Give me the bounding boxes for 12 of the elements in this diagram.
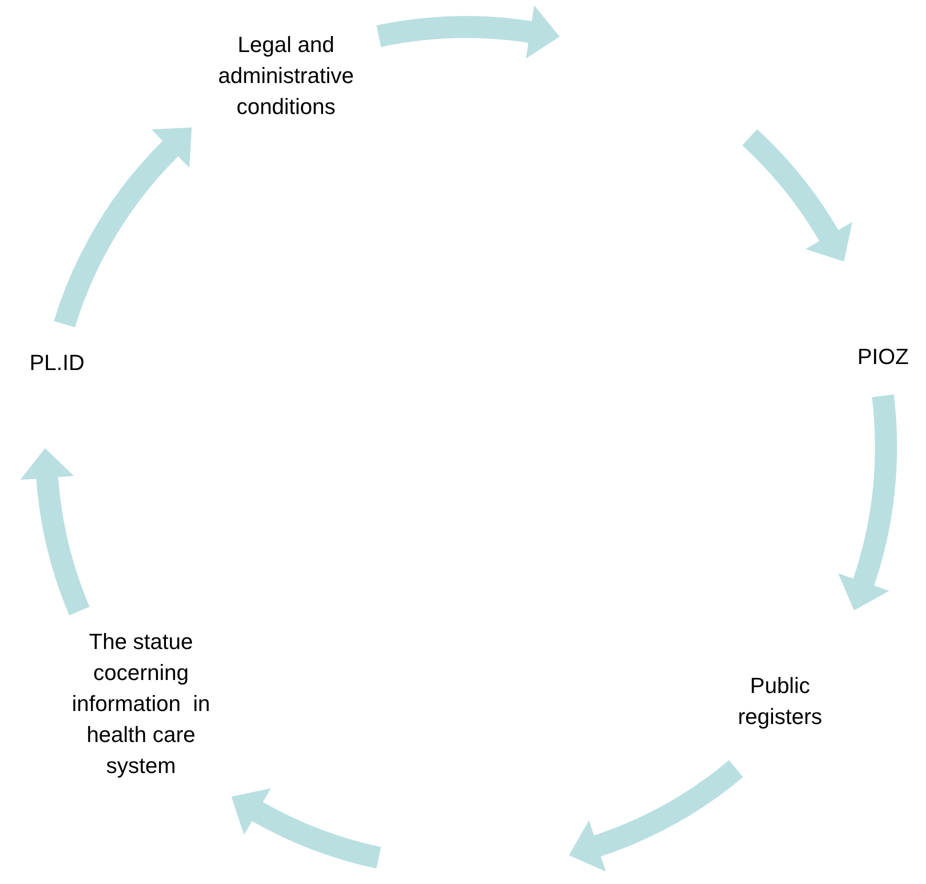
cycle-arrow <box>569 760 743 872</box>
step-label: Legal and administrative conditions <box>217 31 355 121</box>
cycle-arrow <box>838 395 897 611</box>
cycle-arrow <box>230 788 382 868</box>
cycle-arrow <box>20 448 90 615</box>
step-label: The statue cocerning information in health care system <box>70 628 212 780</box>
step-label: PIOZ <box>856 342 910 370</box>
cycle-arrow <box>54 126 191 328</box>
step-label: PL.ID <box>28 349 86 377</box>
step-label: Public registers <box>736 672 824 731</box>
cycle-arrow <box>742 129 852 261</box>
cycle-arrow <box>376 5 560 59</box>
